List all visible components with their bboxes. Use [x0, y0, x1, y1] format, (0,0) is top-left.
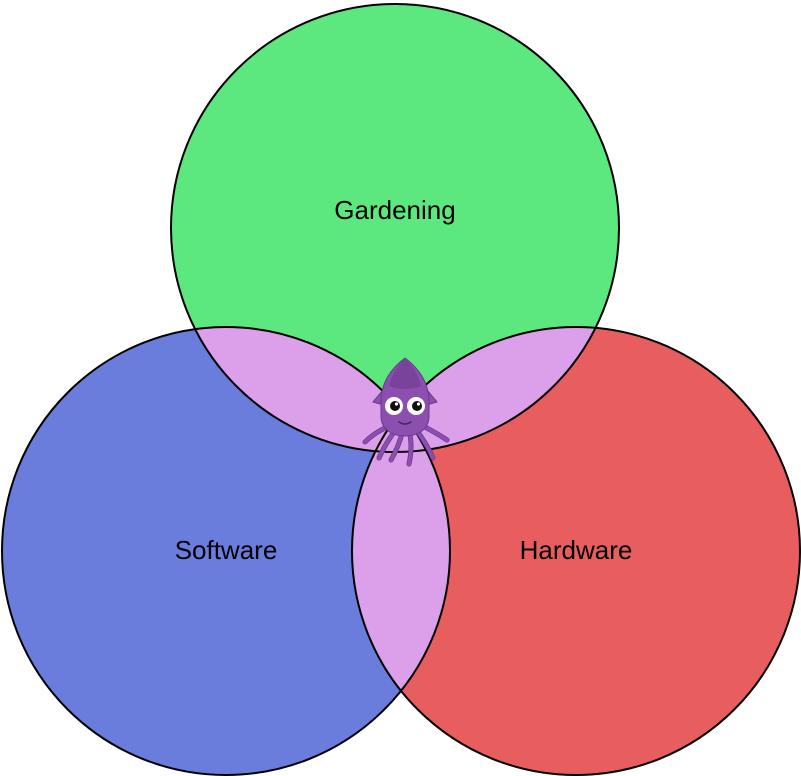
- gardening-hardware-overlap: [352, 327, 619, 452]
- software-outline: [1, 326, 451, 776]
- software-label: Software: [175, 535, 278, 565]
- squid-mascot-icon: [362, 357, 450, 467]
- gardening-label: Gardening: [334, 195, 455, 225]
- hardware-label: Hardware: [520, 535, 633, 565]
- hardware-outline: [351, 326, 801, 776]
- gardening-software-overlap: [171, 327, 450, 452]
